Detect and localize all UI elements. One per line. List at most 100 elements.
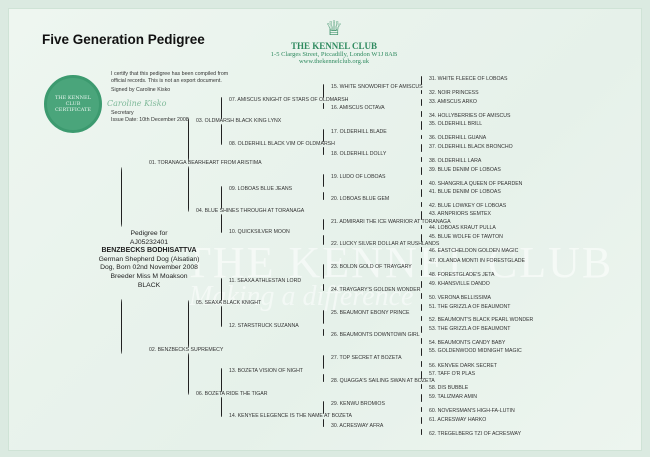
bracket-line <box>421 371 422 379</box>
ancestor-entry: 14. KENYEE ELEGENCE IS THE NAME AT BOZET… <box>229 413 352 419</box>
ancestor-entry: 37. OLDERHILL BLACK BRONCHO <box>429 144 513 150</box>
ancestor-entry: 50. VERONA BELLISSIMA <box>429 295 491 301</box>
bracket-line <box>421 211 422 220</box>
ancestor-entry: 11. SEAXA ATHLESTAN LORD <box>229 278 302 284</box>
bracket-line <box>323 174 324 187</box>
ancestor-entry: 34. HOLLYBERRIES OF AMISCUS <box>429 113 511 119</box>
page-title: Five Generation Pedigree <box>42 32 205 47</box>
bracket-line <box>421 247 422 252</box>
ancestor-entry: 19. LUDO OF LOBOAS <box>331 174 386 180</box>
kennel-club-logo-icon: ♕ <box>325 18 343 40</box>
signature: Caroline Kisko <box>107 99 167 108</box>
ancestor-entry: 13. BOZETA VISION OF NIGHT <box>229 368 303 374</box>
ancestor-entry: 62. TREGELBERG TZI OF ACRESWAY <box>429 431 522 437</box>
registration-number: AJ05232401 <box>129 238 169 246</box>
kennel-club-header: ♕ THE KENNEL CLUB 1-5 Clarges Street, Pi… <box>259 17 409 65</box>
ancestor-entry: 40. SHANGRILA QUEEN OF PEARDEN <box>429 181 523 187</box>
bracket-line <box>221 97 222 119</box>
bracket-line <box>421 384 422 389</box>
dog-name: BENZBECKS BODHISATTVA <box>101 247 197 255</box>
ancestor-entry: 05. SEAXA BLACK KNIGHT <box>196 300 262 306</box>
ancestor-entry: 44. LOBOAS KRAUT PULLA <box>429 225 496 231</box>
subject-label: Pedigree for <box>130 230 168 237</box>
club-address: 1-5 Clarges Street, Piccadilly, London W… <box>270 51 398 58</box>
cert-line: official records. This is not an export … <box>111 78 222 84</box>
bracket-line <box>121 299 122 354</box>
ancestor-entry: 22. LUCKY SILVER DOLLAR AT RUSHLANDS <box>331 241 440 247</box>
ancestor-entry: 16. AMISCUS OCTAVA <box>331 105 385 111</box>
certification-statement: I certify that this pedigree has been co… <box>111 71 241 94</box>
bracket-line <box>323 235 324 245</box>
ancestor-entry: 43. ARNPRIORS SEMTEX <box>429 211 491 217</box>
ancestor-entry: 25. BEAUMONT EBONY PRINCE <box>331 310 410 316</box>
bracket-line <box>323 147 324 155</box>
bracket-line <box>421 189 422 197</box>
breeder: Breeder Miss M Moakson <box>110 272 188 280</box>
bracket-line <box>323 103 324 109</box>
ancestor-entry: 01. TORANAGA BEARHEART FROM ARISTIMA <box>149 160 262 166</box>
bracket-line <box>188 118 189 161</box>
bracket-line <box>323 219 324 230</box>
ancestor-entry: 20. LOBOAS BLUE GEM <box>331 196 390 202</box>
ancestor-entry: 57. TAFF O'R PLAS <box>429 371 476 377</box>
issue-date: Issue Date: 10th December 2008 <box>111 117 189 123</box>
ancestor-entry: 33. AMISCUS ARKO <box>429 99 477 105</box>
bracket-line <box>421 429 422 435</box>
ancestor-entry: 41. BLUE DENIM OF LOBOAS <box>429 189 501 195</box>
bracket-line <box>421 144 422 152</box>
bracket-line <box>421 121 422 130</box>
ancestor-entry: 55. GOLDENWOOD MIDNIGHT MAGIC <box>429 348 522 354</box>
ancestor-entry: 26. BEAUMONTS DOWNTOWN GIRL <box>331 332 420 338</box>
watermark: THE KENNEL CLUB <box>184 238 614 287</box>
bracket-line <box>188 353 189 395</box>
bracket-line <box>421 76 422 85</box>
bracket-line <box>421 281 422 288</box>
bracket-line <box>421 225 422 229</box>
bracket-line <box>221 214 222 233</box>
ancestor-entry: 04. BLUE SHINES THROUGH AT TORANAGA <box>196 208 305 214</box>
bracket-line <box>221 368 222 392</box>
ancestor-entry: 38. OLDERHILL LARA <box>429 158 482 164</box>
ancestor-entry: 02. BENZBECKS SUPREMECY <box>149 347 224 353</box>
bracket-line <box>421 348 422 356</box>
club-website: www.thekennelclub.org.uk <box>298 58 370 65</box>
ancestor-entry: 08. OLDERHILL BLACK VIM OF OLDMARSH <box>229 141 335 147</box>
ancestor-entry: 35. OLDERHILL BRILL <box>429 121 483 127</box>
club-name: THE KENNEL CLUB <box>290 41 378 51</box>
bracket-line <box>221 186 222 209</box>
bracket-line <box>421 202 422 207</box>
bracket-line <box>323 192 324 200</box>
ancestor-entry: 42. BLUE LOWKEY OF LOBOAS <box>429 203 507 209</box>
bracket-line <box>323 355 324 369</box>
bracket-line <box>323 374 324 382</box>
bracket-line <box>421 258 422 265</box>
bracket-line <box>221 124 222 145</box>
bracket-line <box>221 278 222 301</box>
bracket-line <box>421 90 422 94</box>
breed: German Shepherd Dog (Alsatian) <box>98 255 200 263</box>
bracket-line <box>188 300 189 348</box>
bracket-line <box>121 167 122 227</box>
ancestor-entry: 56. KENVEE DARK SECRET <box>429 363 498 369</box>
watermark-motto: Making a difference <box>189 281 414 312</box>
ancestor-entry: 12. STARSTRUCK SUZANNA <box>229 323 299 329</box>
ancestor-entry: 09. LOBOAS BLUE JEANS <box>229 186 293 192</box>
bracket-line <box>421 394 422 402</box>
role: Secretary <box>111 110 134 116</box>
subject-dog: Pedigree for AJ05232401 BENZBECKS BODHIS… <box>89 230 209 290</box>
ancestor-entry: 07. AMISCUS KNIGHT OF STARS OF OLDMARSH <box>229 97 349 103</box>
bracket-line <box>421 111 422 117</box>
bracket-line <box>221 306 222 327</box>
ancestor-entry: 21. ADMIRARI THE ICE WARRIOR AT TORANAGA <box>331 219 451 225</box>
bracket-line <box>323 329 324 336</box>
bracket-line <box>421 293 422 299</box>
ancestor-entry: 45. BLUE WOLFE OF TAWTON <box>429 234 503 240</box>
ancestor-entry: 58. DIS BUBBLE <box>429 385 469 391</box>
kennel-club-seal: THE KENNEL CLUB CERTIFICATE <box>44 75 102 133</box>
bracket-line <box>421 361 422 367</box>
bracket-line <box>323 284 324 291</box>
bracket-line <box>323 310 324 324</box>
bracket-line <box>323 419 324 427</box>
ancestor-entry: 52. BEAUMONT'S BLACK PEARL WONDER <box>429 317 534 323</box>
bracket-line <box>323 264 324 279</box>
